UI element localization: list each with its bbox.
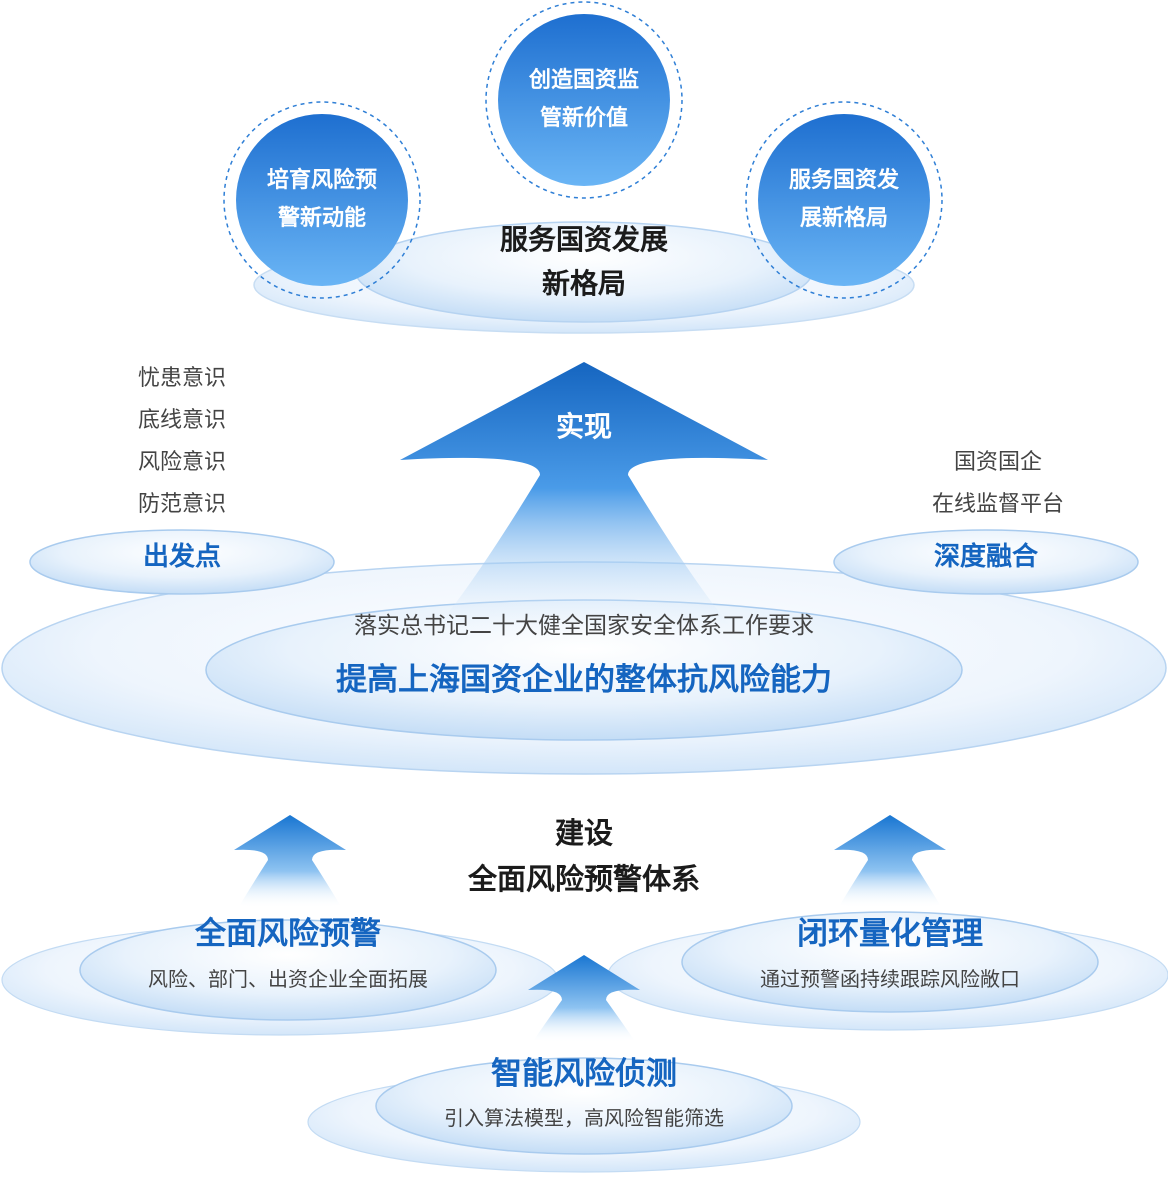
left-label: 出发点 [142,542,221,572]
center-small-arrow-icon [528,955,640,1043]
circle-left-text: 培育风险预警新动能 [266,168,377,231]
circle-left-icon [223,101,421,299]
arrow-label: 实现 [555,410,612,443]
right-small-arrow-icon [834,815,946,909]
circle-center-icon [485,1,683,199]
left-list-item: 防范意识 [137,492,226,517]
pillar-left-title: 全面风险预警 [195,916,381,952]
left-list: 忧患意识 底线意识 风险意识 防范意识 [82,358,282,526]
circle-right-icon [745,101,943,299]
left-list-item: 风险意识 [137,450,226,475]
bottom-left-disc-inner [79,919,497,1021]
right-list: 国资国企 在线监督平台 [886,442,1110,526]
big-up-arrow-icon [400,362,768,643]
left-small-arrow-icon [234,815,346,909]
top-title: 服务国资发展 新格局 [499,223,668,300]
bottom-right-disc-inner [681,911,1099,1013]
left-list-item: 忧患意识 [137,366,226,391]
right-disc [833,529,1139,595]
circle-right-text: 服务国资发展新格局 [788,168,899,231]
right-list-item: 在线监督平台 [931,492,1064,517]
center-subtitle: 落实总书记二十大健全国家安全体系工作要求 [354,613,814,639]
left-disc [29,529,335,595]
bottom-center-disc-inner [375,1057,793,1155]
pillar-left-desc: 风险、部门、出资企业全面拓展 [148,967,428,991]
right-label: 深度融合 [933,542,1038,572]
pillar-right-desc: 通过预警函持续跟踪风险敞口 [760,967,1020,991]
pillar-bottom-title: 智能风险侦测 [491,1056,677,1092]
left-list-item: 底线意识 [137,408,226,433]
pillar-right-title: 闭环量化管理 [797,916,983,952]
center-title: 提高上海国资企业的整体抗风险能力 [336,662,832,698]
right-list-item: 国资国企 [953,450,1042,475]
pillar-bottom-desc: 引入算法模型，高风险智能筛选 [444,1106,724,1130]
circle-center-text: 创造国资监管新价值 [528,68,639,131]
build-title: 建设 全面风险预警体系 [467,816,700,896]
